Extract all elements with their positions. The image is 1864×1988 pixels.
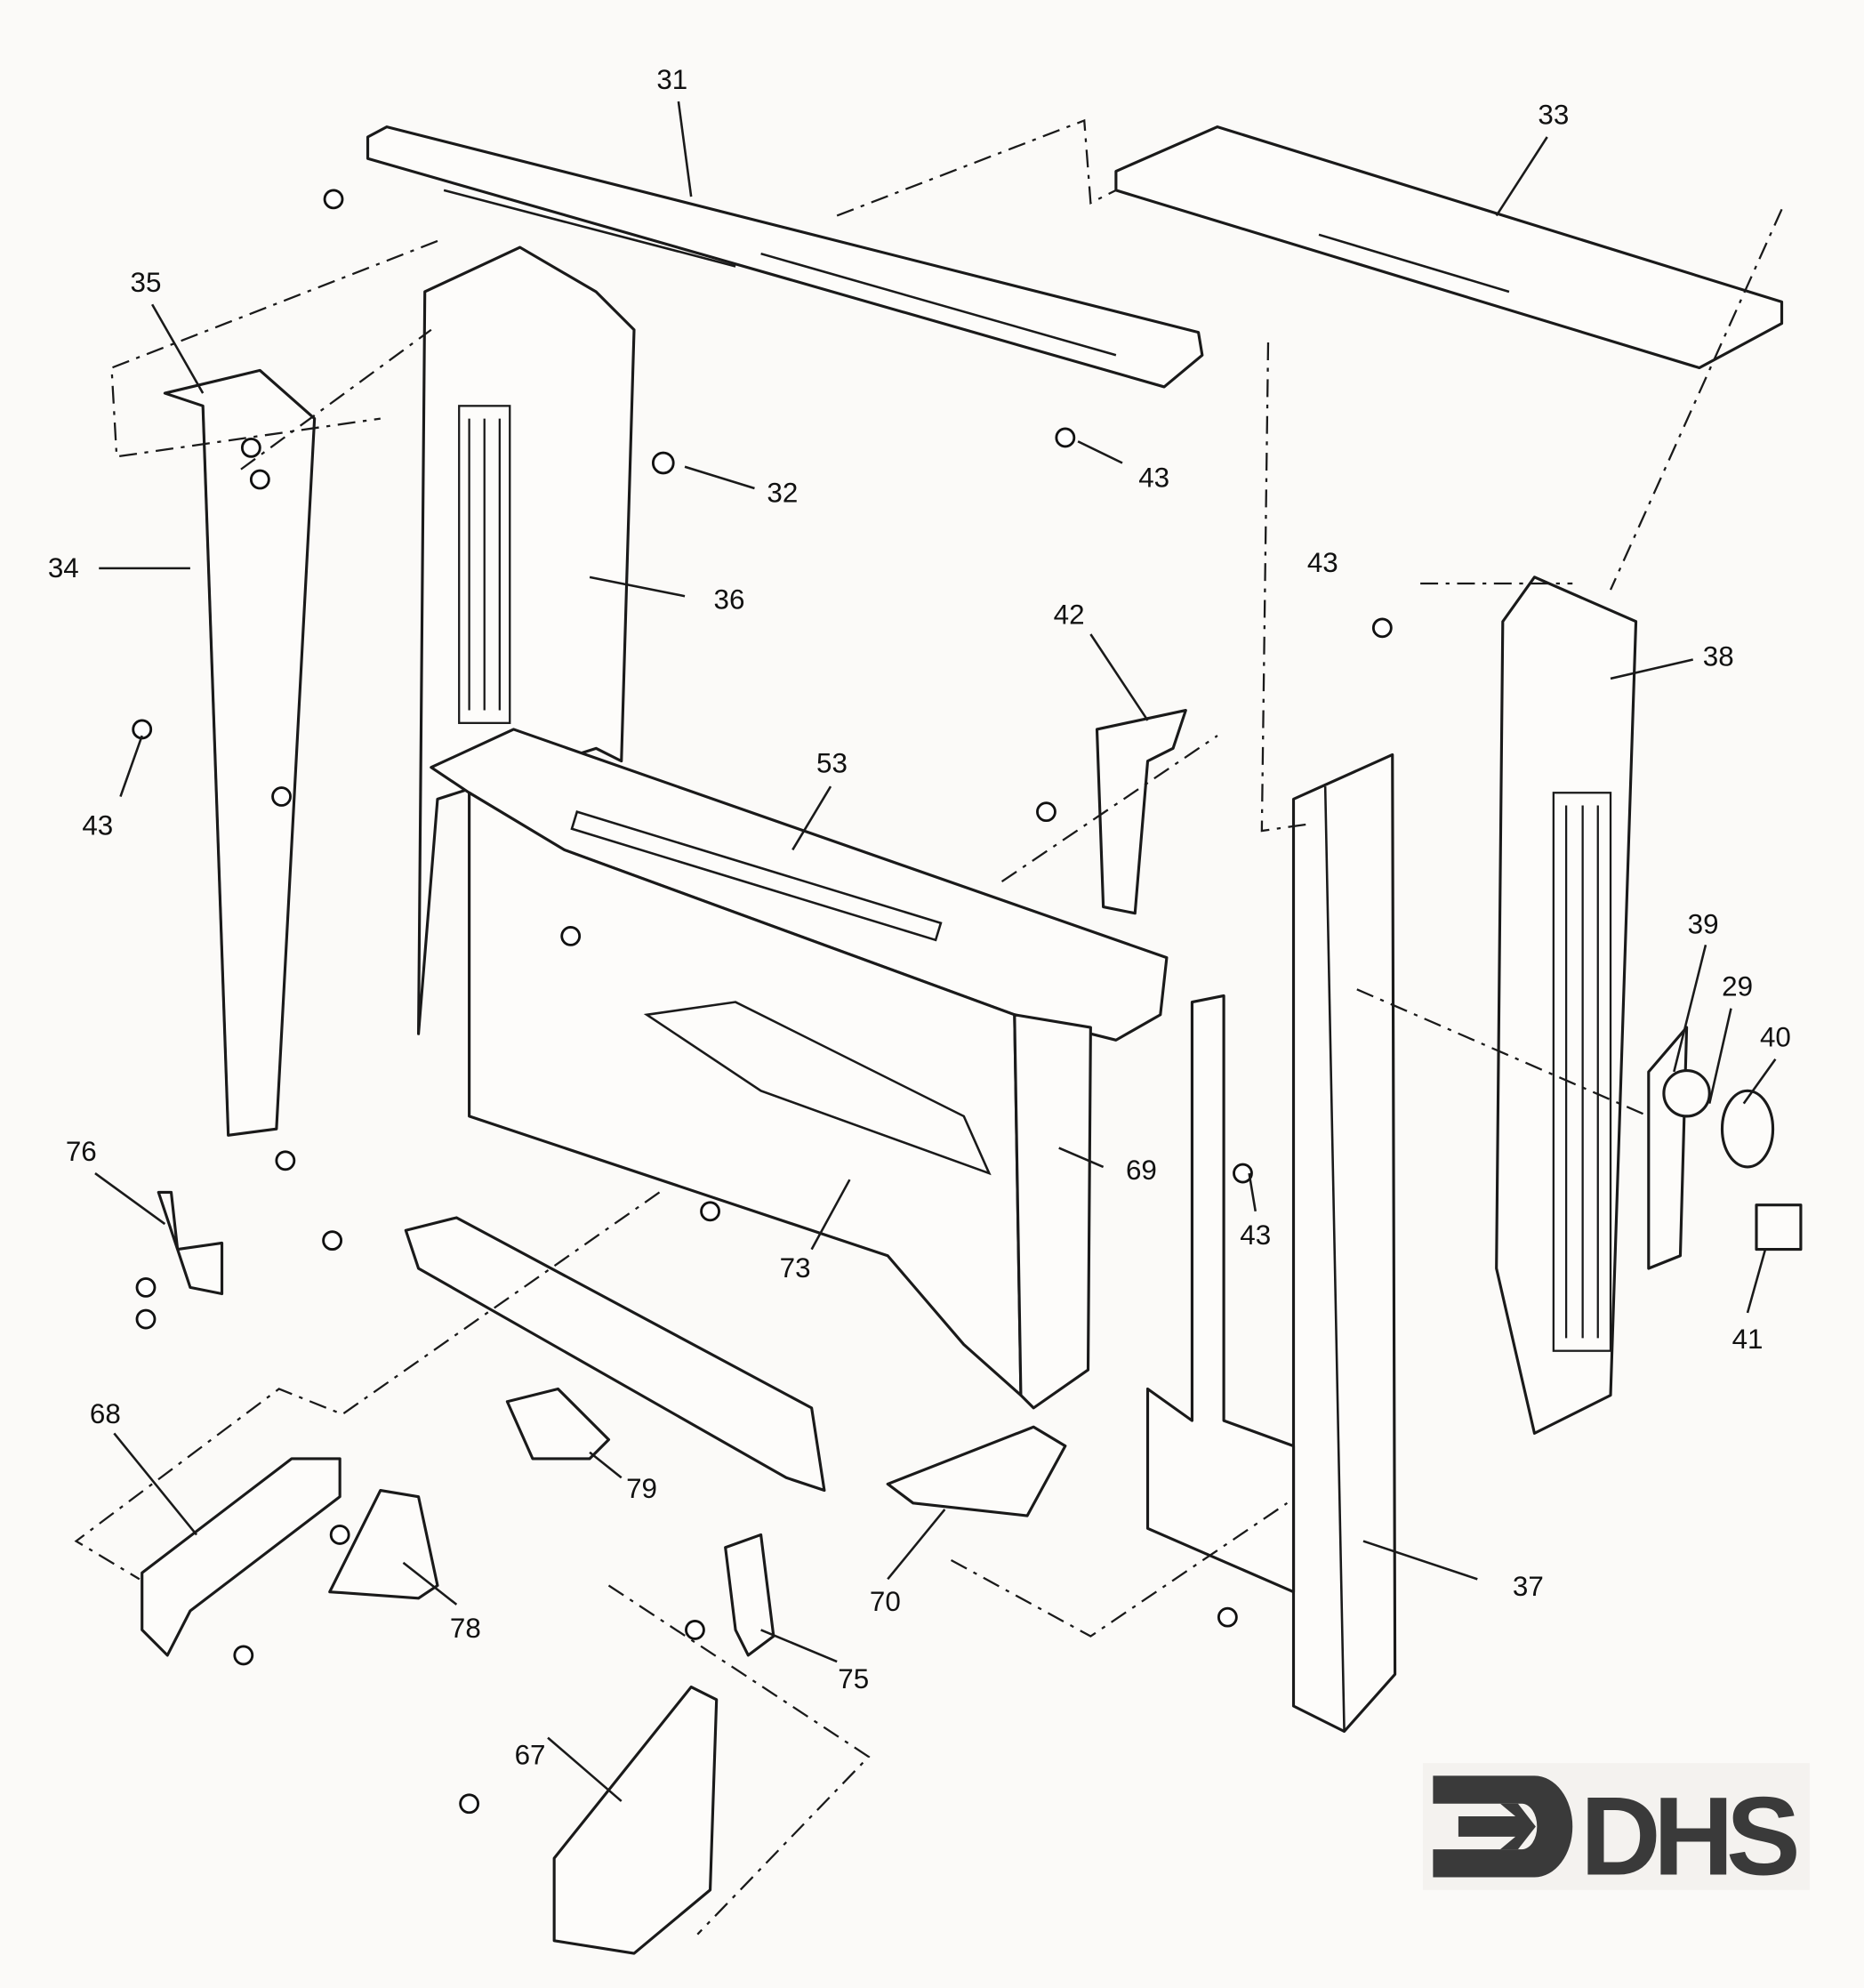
label-43: 43 [1240,1219,1271,1251]
part-40-control-knob [1720,1089,1775,1169]
label-41: 41 [1732,1324,1764,1355]
label-40: 40 [1760,1021,1791,1052]
part-inner-right-panel [1145,994,1296,1594]
screws [132,189,1393,1815]
label-78: 78 [450,1613,481,1644]
part-labels: 31 33 35 34 36 32 43 43 42 38 43 53 39 2… [48,64,1791,1771]
part-79-bracket [505,1387,611,1461]
part-36-left-side-panel [417,245,636,1035]
label-79: 79 [626,1473,657,1504]
label-69: 69 [1126,1155,1157,1186]
dhs-logo: DHS [1422,1763,1810,1899]
part-37-right-post [1291,753,1397,1734]
part-41-switch [1755,1203,1803,1252]
label-42: 42 [1054,600,1085,631]
label-68: 68 [90,1398,121,1429]
label-75: 75 [838,1663,869,1694]
label-53: 53 [816,747,848,778]
label-36: 36 [714,584,745,615]
label-33: 33 [1538,100,1569,131]
label-43: 43 [82,809,113,841]
assembly-lines [74,118,1783,1936]
part-68-trim [141,1457,341,1657]
leader-lines [94,101,1777,1802]
part-53-firebox-assembly [430,728,1169,1397]
part-39-control-plate [1647,1026,1711,1270]
label-35: 35 [131,267,162,298]
label-70: 70 [870,1586,901,1617]
part-67-trim [552,1686,719,1955]
part-42-bracket [1095,708,1187,915]
vent-slots-left [458,405,511,724]
part-base-tray [404,1216,826,1493]
label-31: 31 [656,64,687,95]
label-37: 37 [1513,1571,1544,1602]
part-69-side-bracket [1013,1013,1092,1410]
label-38: 38 [1703,641,1734,672]
part-33-top-panel-right [1114,125,1784,370]
label-32: 32 [767,478,798,509]
label-39: 39 [1688,909,1719,940]
part-78-bracket [328,1488,439,1600]
part-31-top-panel [366,125,1204,389]
label-76: 76 [66,1136,97,1167]
label-73: 73 [780,1252,811,1284]
label-43: 43 [1307,547,1338,578]
part-70-bracket [886,1425,1067,1517]
label-43: 43 [1138,463,1169,494]
label-29: 29 [1722,970,1753,1002]
part-38-right-side-panel [1495,575,1638,1435]
label-34: 34 [48,552,79,584]
logo-text: DHS [1580,1774,1796,1899]
part-76-bracket [157,1190,224,1296]
part-34-left-post [163,368,317,1137]
vent-slots-right [1552,792,1612,1352]
part-75-bracket [724,1533,775,1657]
label-67: 67 [515,1740,546,1771]
